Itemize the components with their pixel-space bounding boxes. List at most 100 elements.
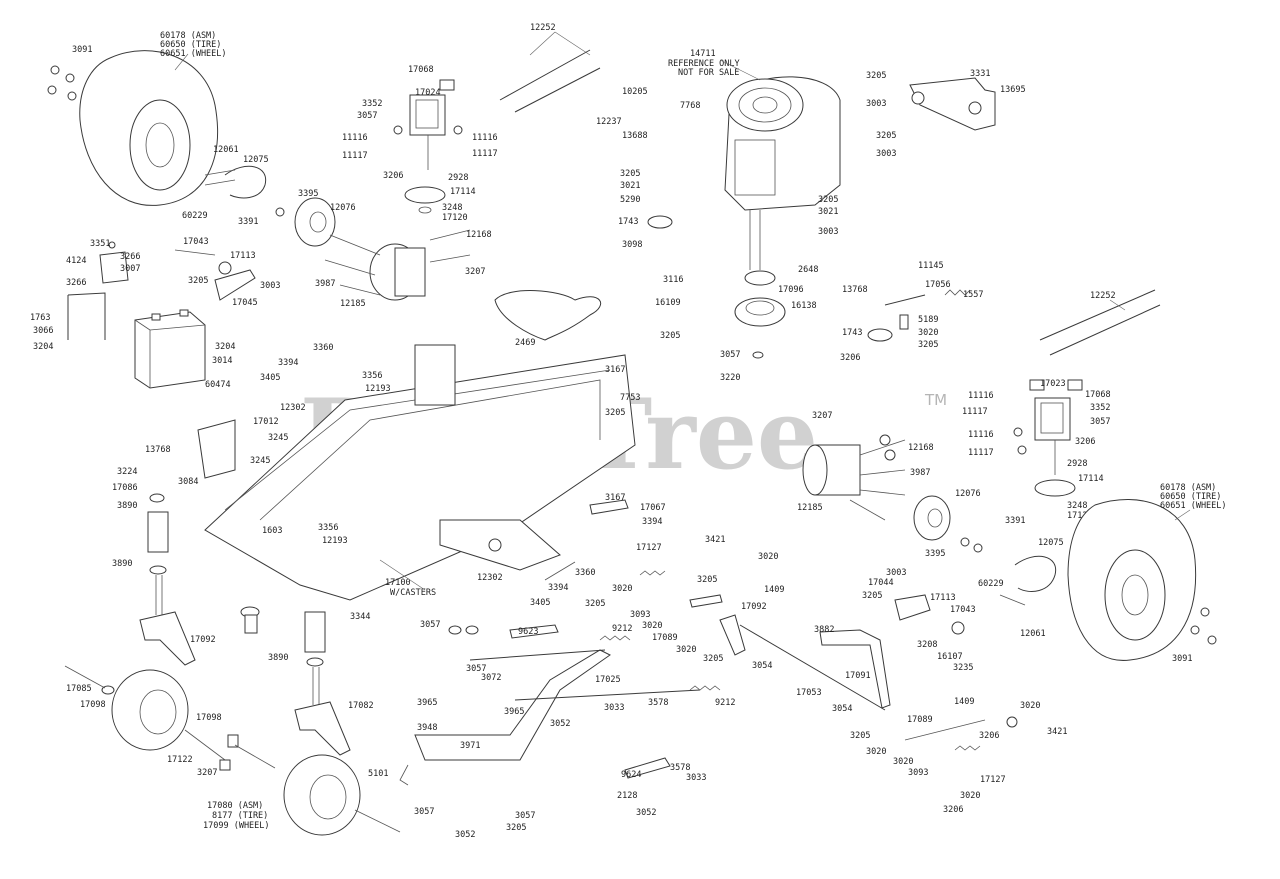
label-3205-h: 3205	[605, 408, 625, 418]
label-3020-h: 3020	[893, 757, 913, 767]
label-17053: 17053	[796, 688, 822, 698]
label-3020-c: 3020	[612, 584, 632, 594]
label-3093-b: 3093	[908, 768, 928, 778]
label-3098: 3098	[622, 240, 642, 250]
label-11117-b: 11117	[472, 149, 498, 159]
label-3578-b: 3578	[670, 763, 690, 773]
watermark-trademark: TM	[924, 391, 947, 409]
label-5189: 5189	[918, 315, 938, 325]
label-13688: 13688	[622, 131, 648, 141]
wheel-motor-right	[802, 434, 906, 521]
label-3033-b: 3033	[686, 773, 706, 783]
label-3072: 3072	[481, 673, 501, 683]
label-2928-b: 2928	[1067, 459, 1087, 469]
label-9212-b: 9212	[715, 698, 735, 708]
label-12302-a: 12302	[280, 403, 306, 413]
label-13768-a: 13768	[842, 285, 868, 295]
label-2928-a: 2928	[448, 173, 468, 183]
wheel-motor-left	[324, 229, 471, 301]
label-3020-d: 3020	[642, 621, 662, 631]
label-17114-b: 17114	[1078, 474, 1104, 484]
label-3020-b: 3020	[758, 552, 778, 562]
label-3208: 3208	[917, 640, 937, 650]
label-3167-b: 3167	[605, 493, 625, 503]
wheel-hub-right	[913, 495, 983, 553]
label-3057-e: 3057	[414, 807, 434, 817]
label-3224: 3224	[117, 467, 137, 477]
label-3965-b: 3965	[504, 707, 524, 717]
label-17080: 17080 (ASM)	[207, 801, 263, 811]
label-3331: 3331	[970, 69, 990, 79]
label-2469: 2469	[515, 338, 535, 348]
label-17024: 17024	[415, 88, 441, 98]
label-60651-a: 60651 (WHEEL)	[160, 49, 227, 59]
label-11116-a: 11116	[342, 133, 368, 143]
label-3352-a: 3352	[362, 99, 382, 109]
wheel-hub-left	[275, 197, 336, 247]
label-17096: 17096	[778, 285, 804, 295]
label-3205-j: 3205	[697, 575, 717, 585]
label-17043-a: 17043	[183, 237, 209, 247]
label-3578-a: 3578	[648, 698, 668, 708]
label-11117-a: 11117	[342, 151, 368, 161]
label-3405-b: 3405	[530, 598, 550, 608]
label-17127-a: 17127	[636, 543, 662, 553]
label-3091-b: 3091	[1172, 654, 1192, 664]
brake-band-left	[204, 165, 267, 199]
label-17120-a: 17120	[442, 213, 468, 223]
label-3220: 3220	[720, 373, 740, 383]
label-3405-a: 3405	[260, 373, 280, 383]
label-17056: 17056	[925, 280, 951, 290]
label-3248-a: 3248	[442, 203, 462, 213]
label-17068-a: 17068	[408, 65, 434, 75]
label-3351: 3351	[90, 239, 110, 249]
label-1743-a: 1743	[618, 217, 638, 227]
label-3205-i: 3205	[506, 823, 526, 833]
label-5290: 5290	[620, 195, 640, 205]
label-17023: 17023	[1040, 379, 1066, 389]
label-12061-b: 12061	[1020, 629, 1046, 639]
label-17044: 17044	[868, 578, 894, 588]
label-1557: 1557	[963, 290, 983, 300]
label-3066: 3066	[33, 326, 53, 336]
label-3207-a: 3207	[465, 267, 485, 277]
label-3033-a: 3033	[604, 703, 624, 713]
label-13768-b: 13768	[145, 445, 171, 455]
label-11117-c: 11117	[962, 407, 988, 417]
label-3987-a: 3987	[315, 279, 335, 289]
label-w-casters: W/CASTERS	[390, 588, 436, 598]
label-17092-b: 17092	[741, 602, 767, 612]
label-3245-b: 3245	[250, 456, 270, 466]
label-1743-b: 1743	[842, 328, 862, 338]
label-16107: 16107	[937, 652, 963, 662]
label-17114-a: 17114	[450, 187, 476, 197]
lift-linkage	[399, 624, 721, 786]
label-13695: 13695	[1000, 85, 1026, 95]
label-3057-c: 3057	[420, 620, 440, 630]
label-3207-b: 3207	[197, 768, 217, 778]
label-3205-c: 3205	[876, 131, 896, 141]
leader-lines	[174, 31, 1191, 591]
label-60651-b: 60651 (WHEEL)	[1160, 501, 1227, 511]
label-3205-m: 3205	[850, 731, 870, 741]
label-12252-a: 12252	[530, 23, 556, 33]
label-17068-b: 17068	[1085, 390, 1111, 400]
label-3020-f: 3020	[866, 747, 886, 757]
label-3206-b: 3206	[840, 353, 860, 363]
label-60178-b: 60178 (ASM)	[1160, 483, 1216, 493]
label-3003-d: 3003	[818, 227, 838, 237]
label-17085: 17085	[66, 684, 92, 694]
hydro-pump-left	[393, 79, 463, 214]
label-60650-a: 60650 (TIRE)	[160, 40, 221, 50]
label-3206-e: 3206	[1075, 437, 1095, 447]
label-3205-b: 3205	[866, 71, 886, 81]
label-17043-b: 17043	[950, 605, 976, 615]
label-12193-b: 12193	[322, 536, 348, 546]
label-9212-a: 9212	[612, 624, 632, 634]
label-4124: 4124	[66, 256, 86, 266]
label-60474: 60474	[205, 380, 231, 390]
label-12168-b: 12168	[908, 443, 934, 453]
label-3965-a: 3965	[417, 698, 437, 708]
bracket-left	[99, 241, 129, 284]
